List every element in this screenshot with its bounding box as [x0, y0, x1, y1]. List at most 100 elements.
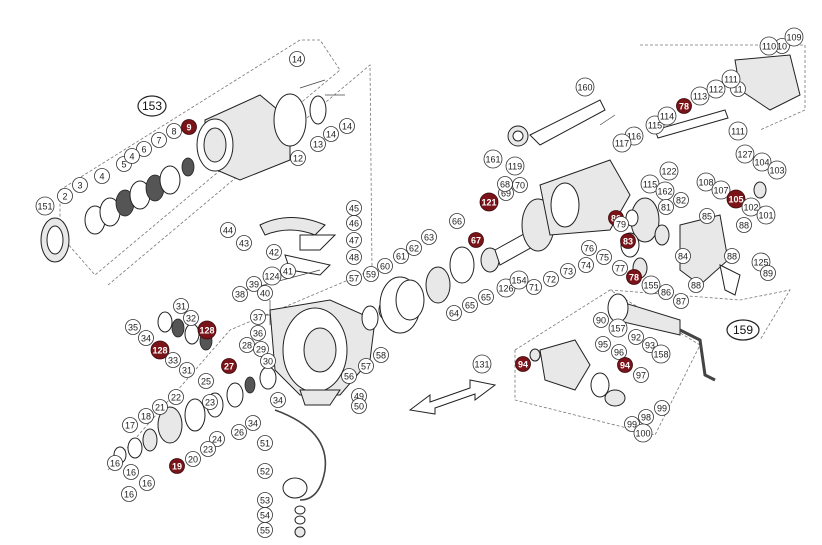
callout-number: 151 [37, 202, 52, 212]
callout-badge [612, 133, 632, 153]
callout-badge [72, 177, 88, 193]
callout-badge [658, 284, 674, 300]
callout-32: 32 [183, 310, 199, 326]
callout-number: 54 [260, 511, 270, 521]
callout-badge [173, 298, 189, 314]
callout-78: 78 [626, 269, 642, 285]
callout-badge [505, 156, 525, 176]
callout-number: 57 [349, 274, 359, 284]
callout-number: 126 [498, 284, 513, 294]
callout-badge [595, 336, 611, 352]
callout-88: 88 [688, 277, 704, 293]
bail-assembly [244, 217, 337, 325]
callout-2: 2 [57, 188, 73, 204]
callout-72: 72 [543, 271, 559, 287]
callout-number: 35 [128, 323, 138, 333]
rotation-arrow [408, 379, 497, 415]
callout-badge [323, 126, 339, 142]
callout-47: 47 [346, 232, 362, 248]
callout-108: 108 [696, 172, 716, 192]
callout-badge [612, 260, 628, 276]
callout-79: 79 [613, 216, 629, 232]
callout-162: 162 [655, 181, 675, 201]
callout-number: 99 [657, 404, 667, 414]
callout-94: 94 [617, 357, 633, 373]
callout-104: 104 [752, 152, 772, 172]
callout-number: 128 [199, 326, 214, 336]
callout-number: 68 [500, 180, 510, 190]
callout-number: 63 [424, 233, 434, 243]
callout-53: 53 [257, 492, 273, 508]
callout-14: 14 [339, 118, 355, 134]
callout-70: 70 [512, 177, 528, 193]
callout-badge [752, 152, 772, 172]
callout-97: 97 [633, 367, 649, 383]
callout-badge [250, 309, 266, 325]
callout-103: 103 [767, 160, 787, 180]
callout-78: 78 [676, 98, 692, 114]
callout-badge [543, 271, 559, 287]
callout-number: 78 [679, 102, 689, 112]
callout-number: 110 [762, 42, 776, 52]
callout-number: 65 [465, 301, 475, 311]
callout-badge [756, 205, 776, 225]
callout-badge [221, 358, 237, 374]
callout-16: 16 [123, 464, 139, 480]
callout-number: 48 [349, 253, 359, 263]
callout-badge [611, 344, 627, 360]
callout-number: 16 [124, 490, 134, 500]
callout-badge [231, 424, 247, 440]
callout-number: 131 [474, 360, 489, 370]
callout-number: 51 [260, 439, 270, 449]
callout-badge [257, 463, 273, 479]
callout-45: 45 [346, 200, 362, 216]
callout-23: 23 [202, 394, 218, 410]
callout-37: 37 [250, 309, 266, 325]
callout-badge [736, 217, 752, 233]
callout-number: 14 [342, 122, 352, 132]
callout-29: 29 [253, 341, 269, 357]
callout-96: 96 [611, 344, 627, 360]
callout-badge [185, 451, 201, 467]
callout-34: 34 [138, 330, 154, 346]
callout-number: 72 [546, 275, 556, 285]
callout-number: 62 [409, 244, 419, 254]
callout-34: 34 [270, 392, 286, 408]
callout-31: 31 [173, 298, 189, 314]
callout-30: 30 [260, 353, 276, 369]
callout-number: 44 [223, 226, 233, 236]
callout-84: 84 [675, 248, 691, 264]
callout-badge [735, 144, 755, 164]
callout-badge [124, 148, 140, 164]
callout-badge [346, 232, 362, 248]
callout-74: 74 [578, 257, 594, 273]
callout-14: 14 [289, 51, 305, 67]
callout-number: 45 [349, 204, 359, 214]
group-label-153-text: 153 [142, 99, 162, 113]
callout-badge [724, 248, 740, 264]
callout-26: 26 [231, 424, 247, 440]
callout-number: 98 [641, 413, 651, 423]
callout-number: 111 [731, 127, 745, 137]
callout-number: 59 [366, 270, 376, 280]
callout-124: 124 [262, 266, 282, 286]
callout-number: 78 [629, 273, 639, 283]
callout-112: 112 [706, 79, 726, 99]
callout-number: 60 [380, 262, 390, 272]
callout-badge [179, 362, 195, 378]
callout-number: 88 [739, 221, 749, 231]
callout-badge [183, 310, 199, 326]
callout-badge [246, 276, 262, 292]
callout-number: 83 [623, 237, 633, 247]
callout-number: 58 [376, 351, 386, 361]
callout-number: 158 [653, 350, 668, 360]
callout-34: 34 [245, 415, 261, 431]
callout-9: 9 [181, 119, 197, 135]
callout-number: 53 [260, 496, 270, 506]
callout-number: 20 [188, 455, 198, 465]
callout-number: 115 [648, 121, 662, 131]
handle-assembly [529, 293, 716, 407]
callout-24: 24 [209, 431, 225, 447]
callout-61: 61 [393, 248, 409, 264]
callout-number: 52 [260, 467, 270, 477]
